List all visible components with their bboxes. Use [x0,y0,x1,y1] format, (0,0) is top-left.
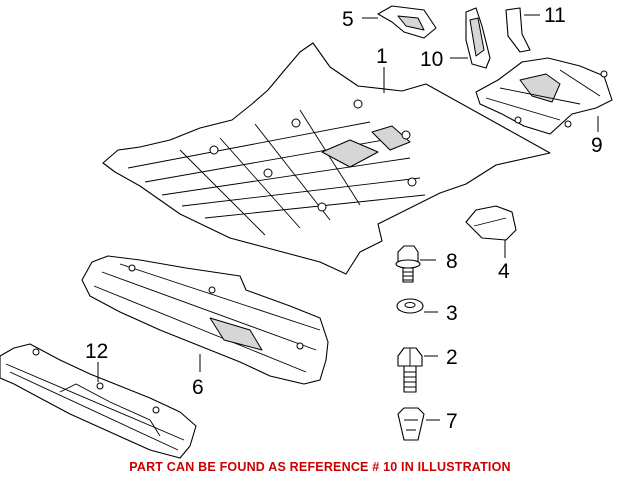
washer-part-3: 3 [396,298,458,325]
callout-12-label: 12 [85,340,108,363]
callout-4-label: 4 [498,260,510,283]
front-trim-part-12: 12 [0,340,197,459]
underbody-shield-part: 1 [102,42,551,275]
reference-note: PART CAN BE FOUND AS REFERENCE # 10 IN I… [129,460,511,474]
side-shield-part-6: 6 [81,255,329,399]
bolt-part-8: 8 [395,245,458,283]
bracket-part-11: 11 [505,4,566,53]
bracket-part-10: 10 [420,7,491,71]
rear-shield-part-9: 9 [475,57,613,157]
callout-9-label: 9 [591,134,603,157]
callout-7-label: 7 [446,410,458,433]
clip-nut-part-7: 7 [397,407,458,441]
callout-2-label: 2 [446,346,458,369]
bracket-part-5: 5 [342,5,437,39]
hex-bolt-part-2: 2 [397,346,458,393]
callout-6-label: 6 [192,376,204,399]
callout-3-label: 3 [446,302,458,325]
callout-8-label: 8 [446,250,458,273]
cover-cap-part-4: 4 [465,205,517,283]
callout-11-label: 11 [544,4,566,27]
callout-5-label: 5 [342,8,354,31]
callout-1-label: 1 [376,45,388,68]
callout-10-label: 10 [420,48,443,71]
